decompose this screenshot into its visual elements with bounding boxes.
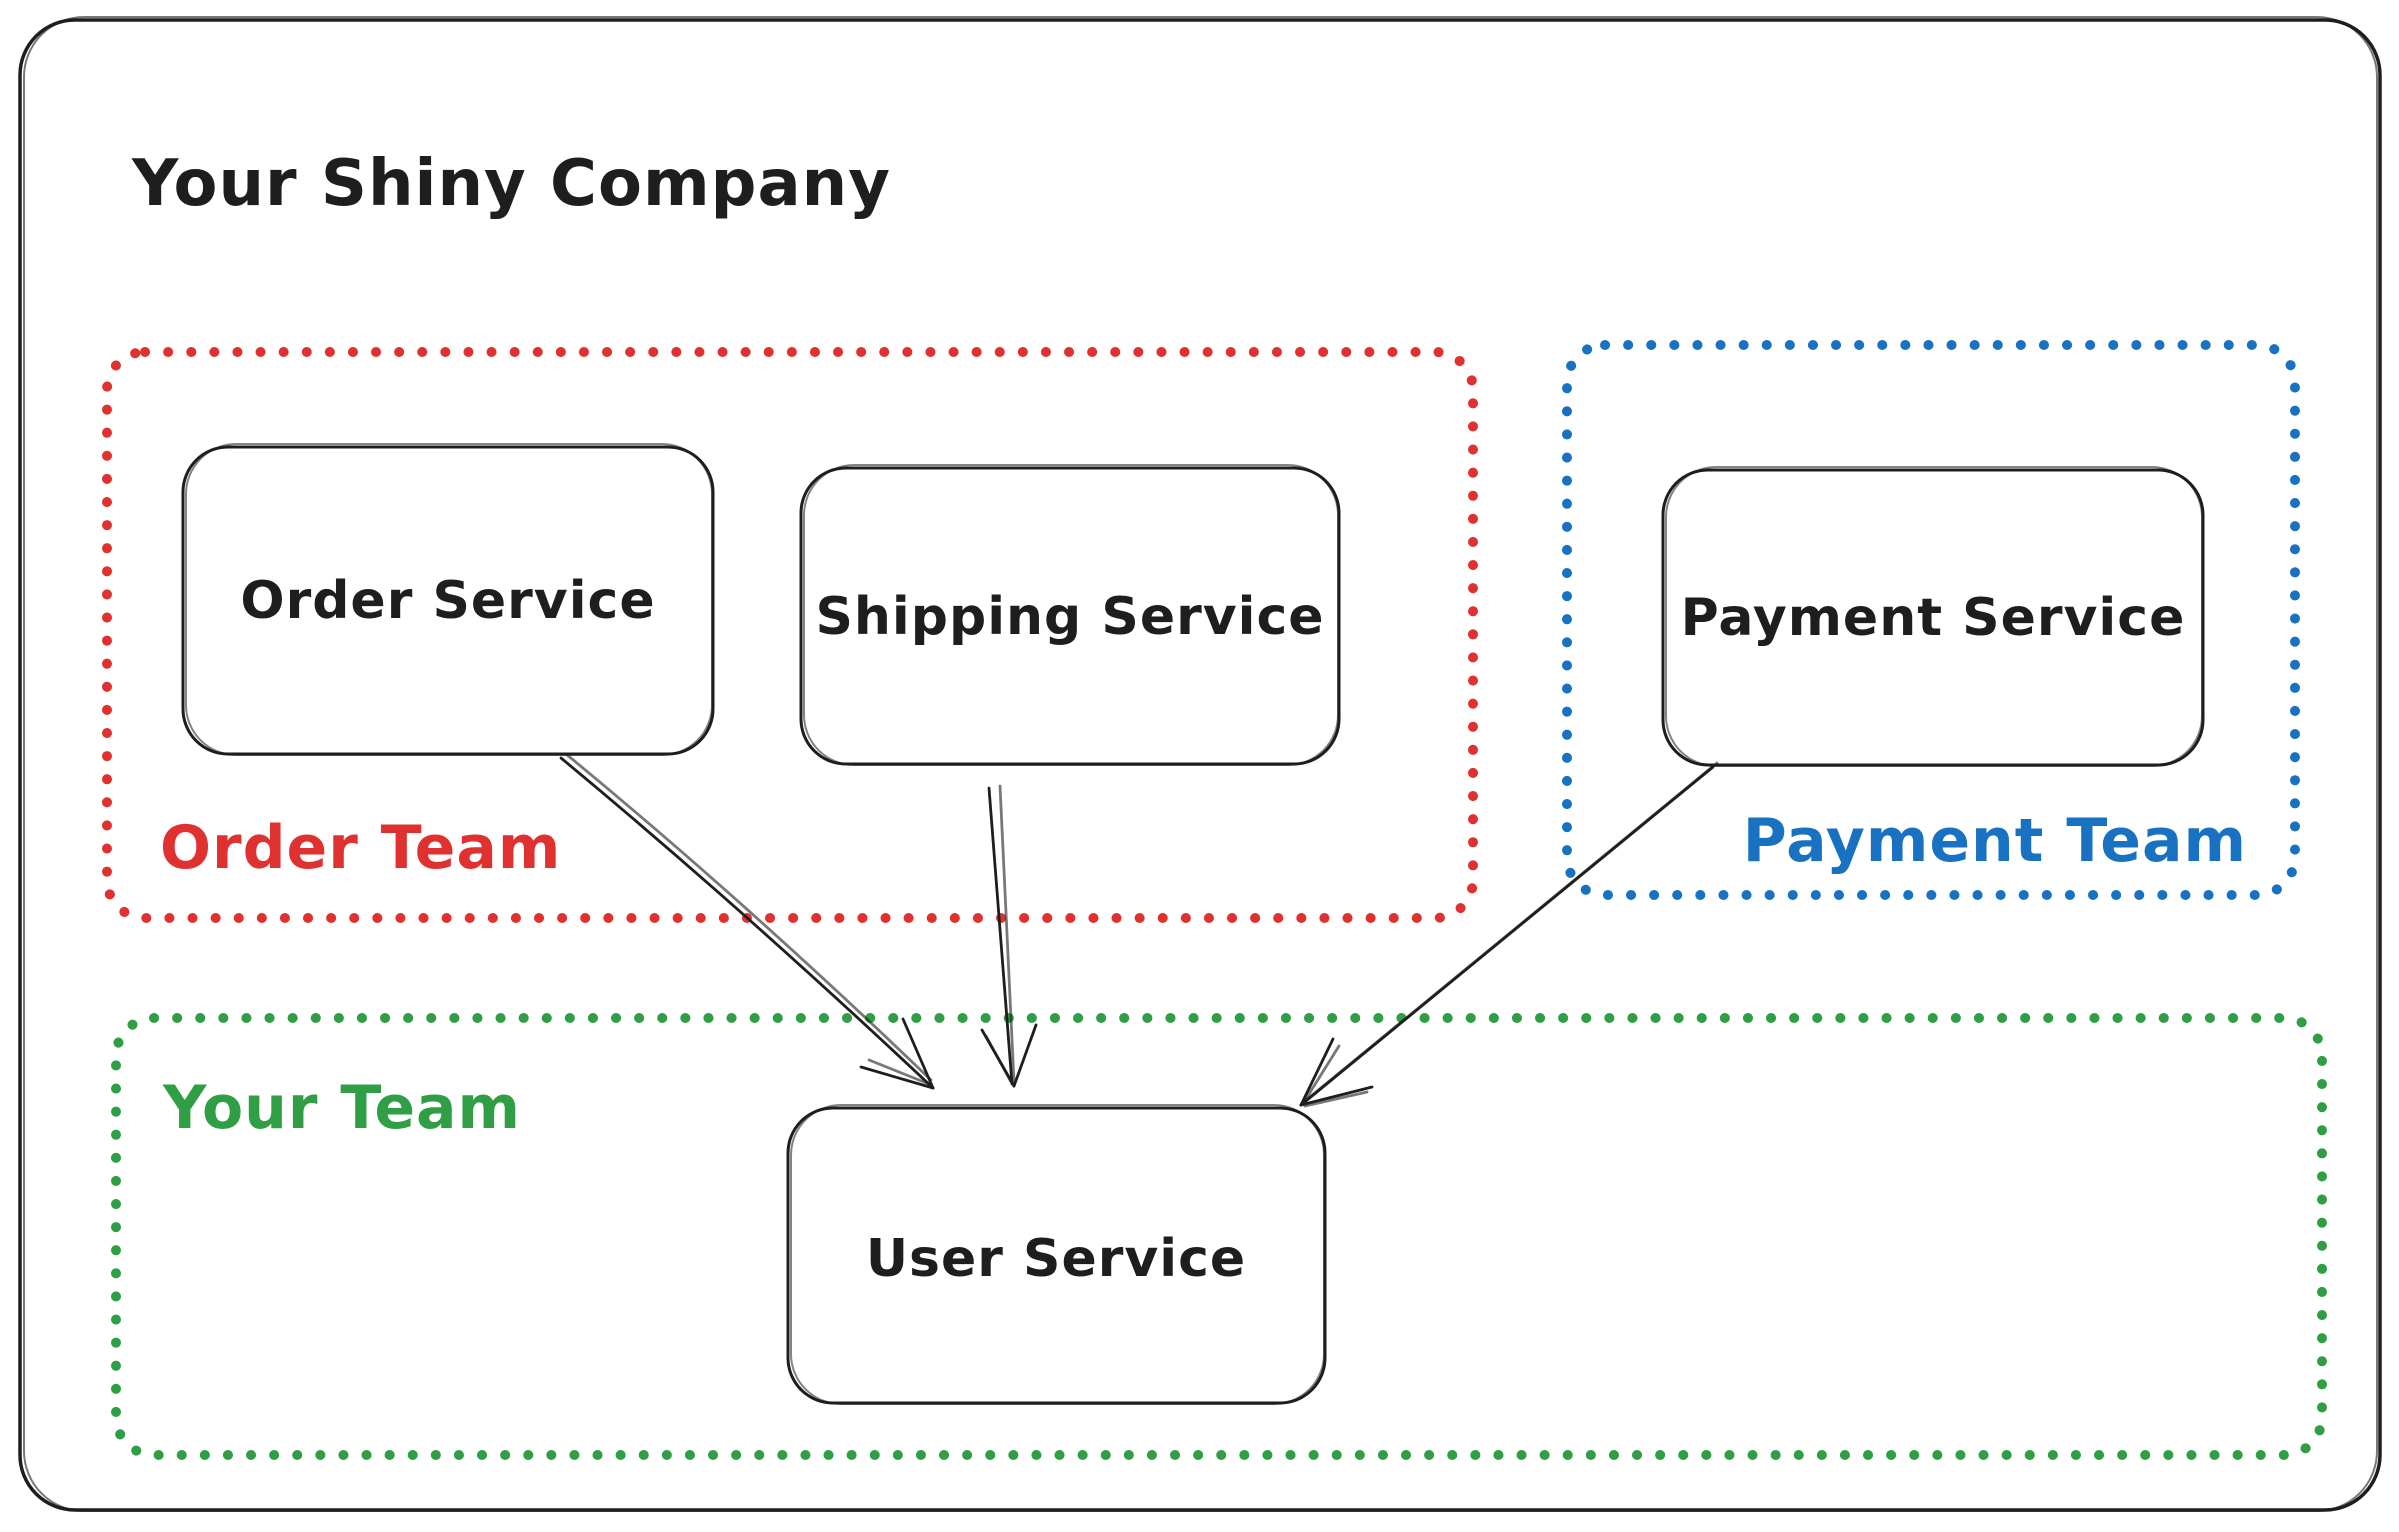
shipping-service-label: Shipping Service	[815, 587, 1324, 647]
user-service-box-echo	[790, 1104, 1325, 1405]
arrowhead	[1012, 1023, 1038, 1088]
your-team-label: Your Team	[162, 1073, 521, 1143]
arrowhead	[859, 1065, 935, 1090]
company-boundary-rect-echo	[23, 16, 2378, 1512]
arrow-shaft-echo	[564, 752, 933, 1082]
order-service-box-echo	[185, 443, 713, 756]
order-service-node: Order Service	[181, 443, 715, 756]
order-team-label: Order Team	[160, 813, 561, 883]
order-team-group: Order Team	[102, 347, 1478, 923]
payment-service-box-echo	[1665, 466, 2203, 767]
arrow-payment-to-user	[1299, 761, 1719, 1108]
order-team-boundary	[102, 347, 1478, 923]
company-boundary	[18, 16, 2382, 1512]
arrowhead	[901, 1017, 935, 1090]
order-service-label: Order Service	[240, 571, 655, 631]
payment-team-group: Payment Team	[1562, 340, 2300, 900]
arrow-shaft	[987, 786, 1014, 1086]
arrow-shaft-echo	[1303, 761, 1719, 1103]
arrowhead-echo	[1302, 1044, 1341, 1104]
payment-service-label: Payment Service	[1681, 588, 2186, 648]
user-service-node: User Service	[786, 1104, 1327, 1405]
arrow-shaft-echo	[998, 784, 1016, 1084]
page-title: Your Shiny Company	[131, 147, 891, 221]
arrow-order-to-user	[559, 752, 935, 1090]
payment-team-label: Payment Team	[1743, 806, 2247, 876]
payment-team-boundary	[1562, 340, 2300, 900]
your-team-group: Your Team	[111, 1013, 2327, 1460]
user-service-label: User Service	[866, 1229, 1246, 1289]
arrowhead-echo	[984, 1034, 1013, 1084]
payment-service-node: Payment Service	[1661, 466, 2205, 767]
shipping-service-node: Shipping Service	[799, 464, 1341, 766]
shipping-service-box-echo	[803, 464, 1339, 766]
arrowhead-echo	[867, 1058, 931, 1086]
your-team-boundary	[111, 1013, 2327, 1460]
arrow-shipping-to-user	[980, 784, 1038, 1088]
arrowhead	[1299, 1037, 1335, 1107]
arrowhead-echo	[1303, 1090, 1369, 1108]
arrow-shaft	[559, 756, 935, 1090]
arrowhead	[1299, 1085, 1374, 1107]
